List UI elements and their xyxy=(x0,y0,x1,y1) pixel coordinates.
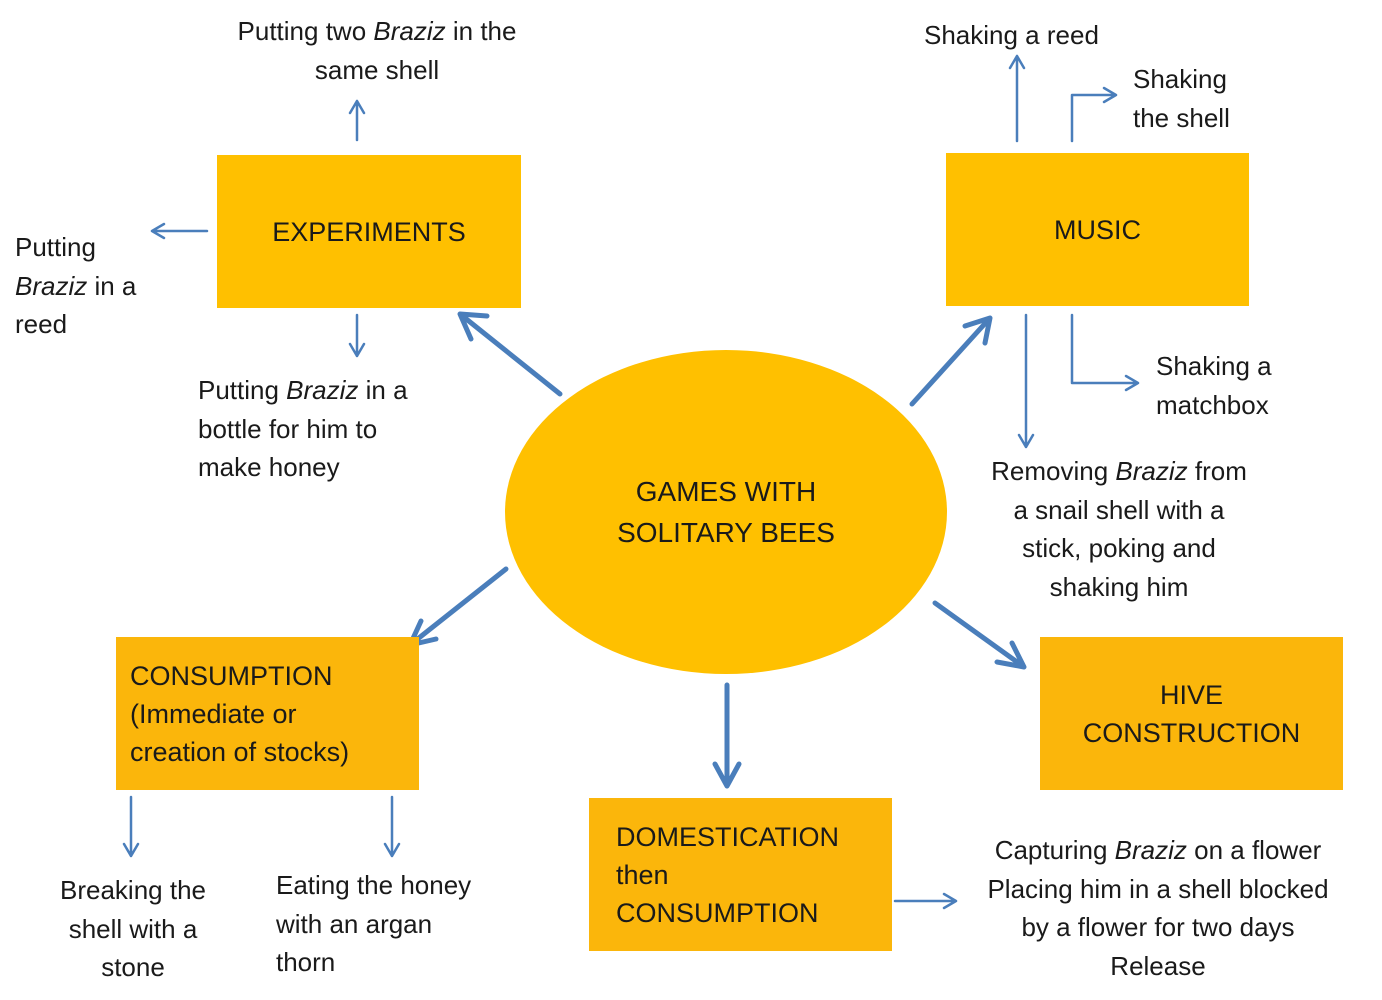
arrow-dom-release xyxy=(893,892,958,910)
experiments-box: EXPERIMENTS xyxy=(217,155,521,308)
hive-line: HIVE xyxy=(1159,679,1224,710)
label-breaking-shell: Breaking the shell with a stone xyxy=(60,875,206,982)
consumption-line: creation of stocks) xyxy=(130,736,350,767)
label-shaking-reed: Shaking a reed xyxy=(924,20,1099,50)
music-box: MUSIC xyxy=(946,153,1249,306)
music-title: MUSIC xyxy=(1054,214,1141,245)
arrow-to-domestication xyxy=(712,682,742,789)
arrow-to-music xyxy=(909,315,993,407)
arrow-exp-bottom xyxy=(348,313,366,358)
arrow-music-reed xyxy=(1008,54,1026,143)
label-eating-honey: Eating the honey with an argan thorn xyxy=(276,870,472,977)
consumption-line: CONSUMPTION xyxy=(130,660,333,691)
domestication-box: DOMESTICATION then CONSUMPTION xyxy=(589,798,892,951)
label-removing-braziz: Removing Braziz from a snail shell with … xyxy=(991,456,1247,602)
center-line: GAMES WITH xyxy=(635,476,817,507)
label-capturing-braziz: Capturing Braziz on a flower Placing him… xyxy=(987,835,1329,981)
label-shaking-shell: Shaking the shell xyxy=(1133,64,1230,133)
arrow-music-removing xyxy=(1017,313,1035,449)
label-braziz-in-bottle: Putting Braziz in a bottle for him to ma… xyxy=(198,375,408,482)
arrow-music-shell xyxy=(1070,86,1118,143)
consumption-box: CONSUMPTION (Immediate or creation of st… xyxy=(116,637,419,790)
label-shaking-matchbox: Shaking a matchbox xyxy=(1156,351,1272,420)
arrow-exp-left xyxy=(150,222,209,240)
domestication-line: DOMESTICATION xyxy=(616,821,840,852)
label-braziz-in-reed: Putting Braziz in a reed xyxy=(15,232,137,339)
hive-line: CONSTRUCTION xyxy=(1082,717,1301,748)
label-two-braziz-same-shell: Putting two Braziz in the same shell xyxy=(237,16,517,85)
arrow-to-experiments xyxy=(457,311,563,397)
center-node-games-with-solitary-bees: GAMES WITH SOLITARY BEES xyxy=(505,350,947,674)
arrow-to-consumption xyxy=(407,566,509,648)
consumption-line: (Immediate or xyxy=(130,698,297,729)
arrow-to-hive xyxy=(932,600,1027,670)
experiments-title: EXPERIMENTS xyxy=(272,216,466,247)
arrow-cons-eating xyxy=(383,795,401,858)
hive-construction-box: HIVE CONSTRUCTION xyxy=(1040,637,1343,790)
domestication-line: then xyxy=(616,859,669,890)
arrow-exp-top xyxy=(348,99,366,142)
domestication-line: CONSUMPTION xyxy=(616,897,819,928)
arrow-music-matchbox xyxy=(1070,313,1140,392)
arrow-cons-breaking xyxy=(122,795,140,858)
center-line: SOLITARY BEES xyxy=(617,517,835,548)
